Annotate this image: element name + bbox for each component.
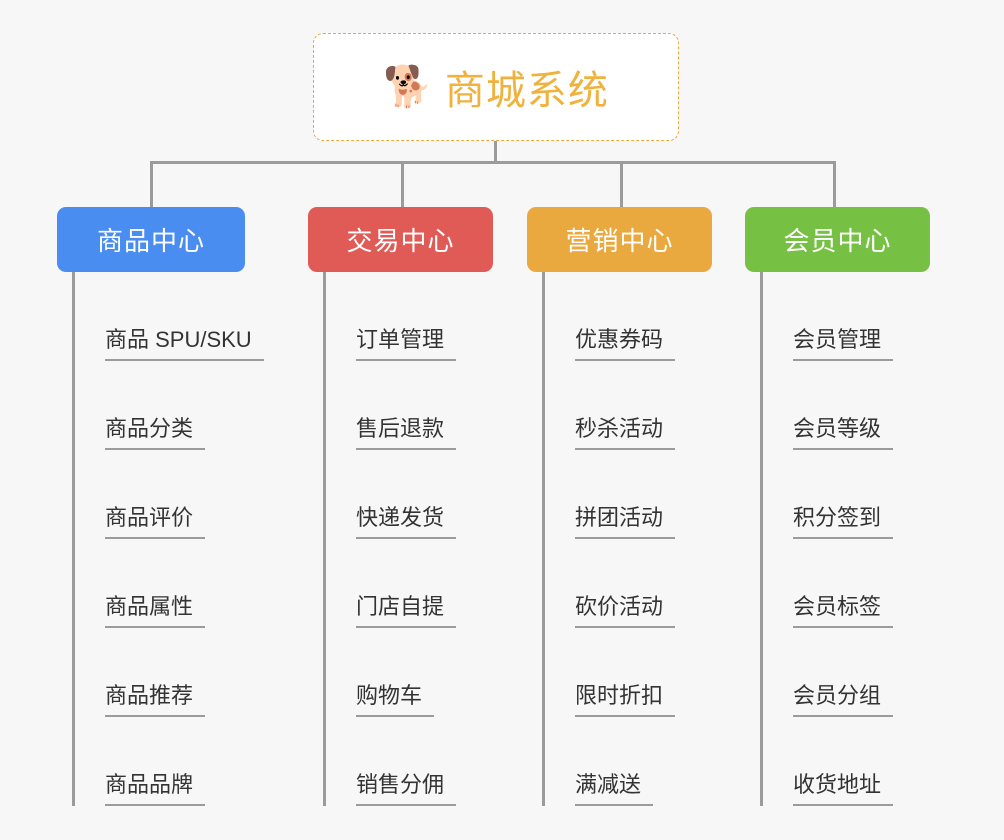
connector-horizontal-bar	[150, 161, 836, 164]
column-member-center: 会员中心 会员管理 会员等级 积分签到 会员标签 会员分组 收货地址	[745, 207, 930, 806]
connector-drop-1	[150, 161, 153, 207]
list-item[interactable]: 限时折扣	[545, 628, 712, 717]
leaf-list: 会员管理 会员等级 积分签到 会员标签 会员分组 收货地址	[760, 272, 930, 806]
leaf-list: 订单管理 售后退款 快递发货 门店自提 购物车 销售分佣	[323, 272, 493, 806]
leaf-label: 满减送	[575, 772, 654, 806]
column-trade-center: 交易中心 订单管理 售后退款 快递发货 门店自提 购物车 销售分佣	[308, 207, 493, 806]
list-item[interactable]: 快递发货	[326, 450, 493, 539]
list-item[interactable]: 商品 SPU/SKU	[75, 272, 264, 361]
root-title: 商城系统	[444, 69, 609, 113]
category-header-marketing-center[interactable]: 营销中心	[527, 207, 712, 272]
leaf-label: 限时折扣	[575, 683, 676, 717]
list-item[interactable]: 售后退款	[326, 361, 493, 450]
category-header-trade-center[interactable]: 交易中心	[308, 207, 493, 272]
list-item[interactable]: 商品分类	[75, 361, 245, 450]
leaf-label: 会员标签	[793, 594, 894, 628]
leaf-list: 优惠券码 秒杀活动 拼团活动 砍价活动 限时折扣 满减送	[542, 272, 712, 806]
leaf-label: 商品 SPU/SKU	[105, 327, 264, 361]
leaf-label: 会员管理	[793, 327, 894, 361]
leaf-label: 购物车	[356, 683, 435, 717]
leaf-label: 优惠券码	[575, 327, 676, 361]
list-item[interactable]: 销售分佣	[326, 717, 493, 806]
leaf-label: 售后退款	[356, 416, 457, 450]
leaf-list: 商品 SPU/SKU 商品分类 商品评价 商品属性 商品推荐 商品品牌	[72, 272, 264, 806]
category-title: 商品中心	[96, 226, 205, 256]
list-item[interactable]: 订单管理	[326, 272, 493, 361]
connector-drop-2	[401, 161, 404, 207]
category-title: 交易中心	[346, 226, 455, 256]
leaf-label: 商品分类	[105, 416, 206, 450]
list-item[interactable]: 砍价活动	[545, 539, 712, 628]
connector-drop-3	[620, 161, 623, 207]
connector-drop-4	[833, 161, 836, 207]
list-item[interactable]: 商品评价	[75, 450, 245, 539]
leaf-label: 商品评价	[105, 505, 206, 539]
list-item[interactable]: 收货地址	[763, 717, 930, 806]
leaf-label: 快递发货	[356, 505, 457, 539]
list-item[interactable]: 购物车	[326, 628, 493, 717]
leaf-label: 商品品牌	[105, 772, 206, 806]
list-item[interactable]: 满减送	[545, 717, 712, 806]
column-product-center: 商品中心 商品 SPU/SKU 商品分类 商品评价 商品属性 商品推荐 商品品牌	[57, 207, 264, 806]
category-header-product-center[interactable]: 商品中心	[57, 207, 245, 272]
list-item[interactable]: 会员管理	[763, 272, 930, 361]
shiba-dog-face-icon: 🐕	[383, 65, 433, 109]
category-title: 会员中心	[783, 226, 892, 256]
leaf-label: 积分签到	[793, 505, 894, 539]
list-item[interactable]: 优惠券码	[545, 272, 712, 361]
list-item[interactable]: 会员等级	[763, 361, 930, 450]
leaf-label: 秒杀活动	[575, 416, 676, 450]
list-item[interactable]: 商品品牌	[75, 717, 245, 806]
leaf-label: 销售分佣	[356, 772, 457, 806]
column-marketing-center: 营销中心 优惠券码 秒杀活动 拼团活动 砍价活动 限时折扣 满减送	[527, 207, 712, 806]
leaf-label: 会员等级	[793, 416, 894, 450]
root-node[interactable]: 🐕 商城系统	[313, 33, 679, 141]
list-item[interactable]: 门店自提	[326, 539, 493, 628]
leaf-label: 砍价活动	[575, 594, 676, 628]
leaf-label: 商品属性	[105, 594, 206, 628]
leaf-label: 商品推荐	[105, 683, 206, 717]
leaf-label: 订单管理	[356, 327, 457, 361]
list-item[interactable]: 积分签到	[763, 450, 930, 539]
leaf-label: 收货地址	[793, 772, 894, 806]
list-item[interactable]: 会员标签	[763, 539, 930, 628]
list-item[interactable]: 商品推荐	[75, 628, 245, 717]
connector-root-stem	[494, 141, 497, 163]
leaf-label: 门店自提	[356, 594, 457, 628]
list-item[interactable]: 拼团活动	[545, 450, 712, 539]
category-header-member-center[interactable]: 会员中心	[745, 207, 930, 272]
category-title: 营销中心	[565, 226, 674, 256]
leaf-label: 会员分组	[793, 683, 894, 717]
list-item[interactable]: 会员分组	[763, 628, 930, 717]
leaf-label: 拼团活动	[575, 505, 676, 539]
list-item[interactable]: 秒杀活动	[545, 361, 712, 450]
list-item[interactable]: 商品属性	[75, 539, 245, 628]
